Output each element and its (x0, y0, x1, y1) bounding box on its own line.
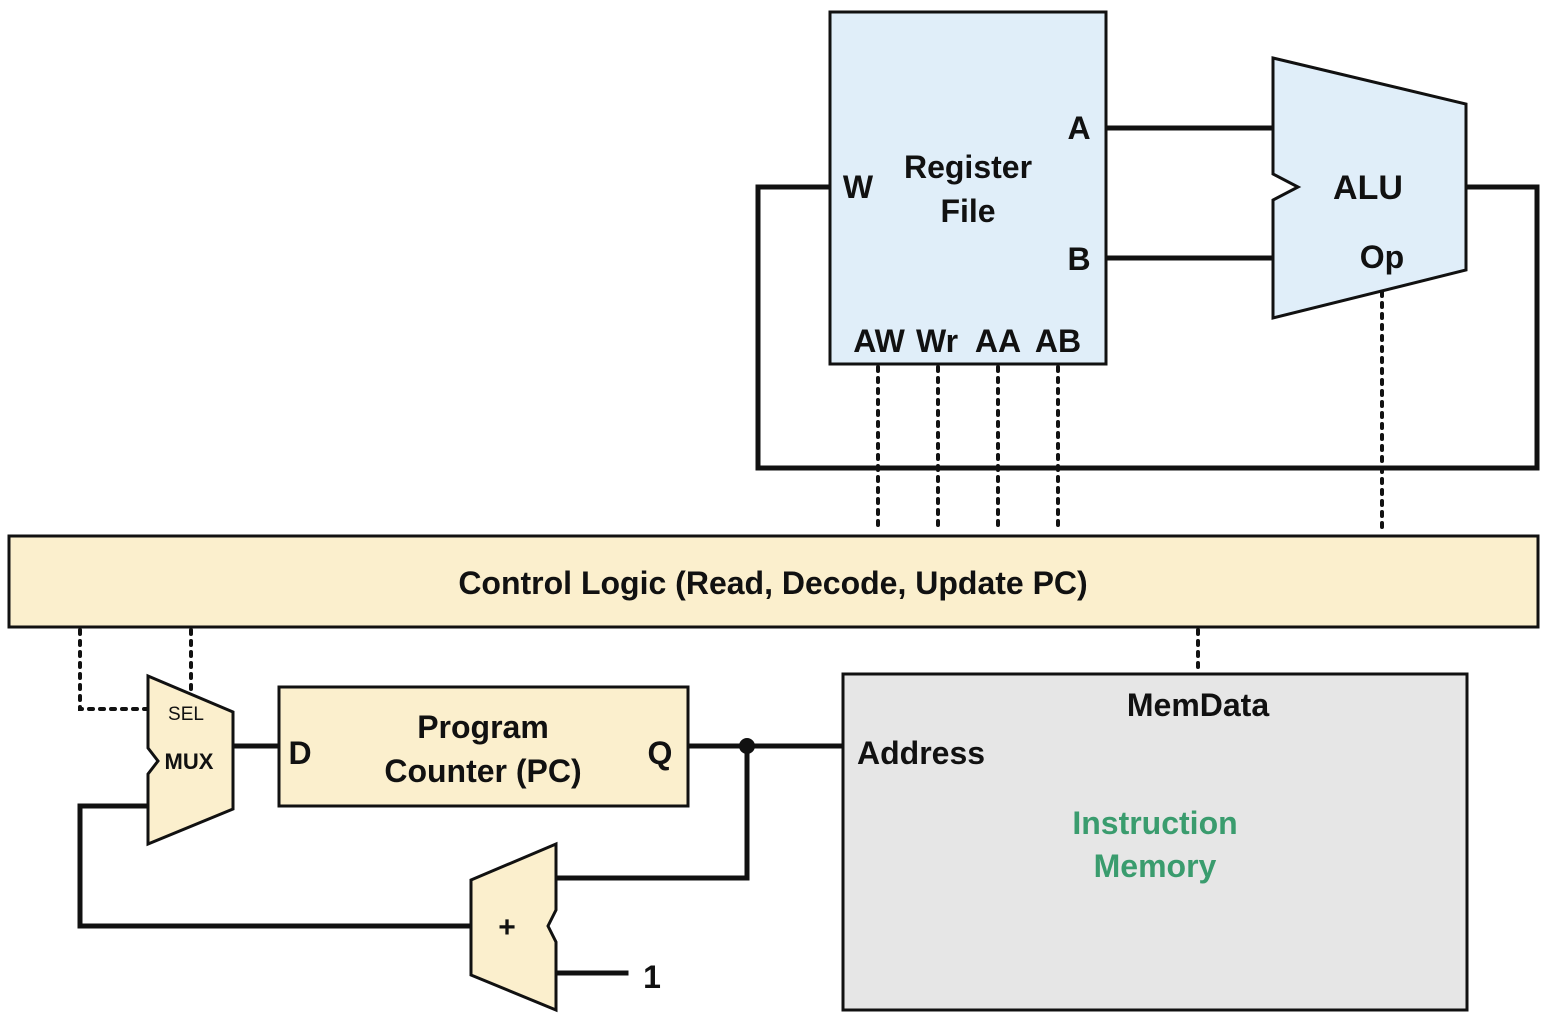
adder-symbol: + (498, 911, 516, 944)
register-file-port-w: W (843, 169, 874, 205)
program-counter-port-q: Q (648, 735, 673, 771)
mux-title: MUX (165, 749, 214, 774)
register-file-port-aa: AA (975, 323, 1021, 359)
wires (77, 125, 1540, 976)
register-file-box (828, 10, 1108, 366)
register-file: Register File W A B AW Wr AA AB (828, 10, 1108, 366)
control-logic-box (7, 534, 1540, 629)
register-file-title-line1: Register (904, 149, 1032, 185)
mux-sel-label: SEL (168, 704, 204, 725)
program-counter-title-line2: Counter (PC) (384, 753, 581, 789)
adder: + 1 (469, 841, 661, 1013)
junction-dot (739, 738, 755, 754)
alu-port-op: Op (1360, 239, 1404, 275)
program-counter-port-d: D (288, 735, 311, 771)
wire-adder-to-mux (77, 803, 474, 929)
adder-shape (469, 841, 558, 1013)
instruction-memory-port-address: Address (857, 735, 985, 771)
instruction-memory-title-line2: Memory (1094, 848, 1217, 884)
control-logic-title: Control Logic (Read, Decode, Update PC) (458, 565, 1087, 601)
instruction-memory-box (841, 672, 1469, 1012)
mux: SEL MUX (146, 673, 235, 847)
alu-title: ALU (1333, 169, 1403, 207)
register-file-port-b: B (1067, 241, 1090, 277)
register-file-port-aw: AW (853, 323, 905, 359)
register-file-title-line2: File (940, 193, 995, 229)
control-wires (78, 290, 1384, 711)
alu-shape (1271, 56, 1468, 320)
instruction-memory-port-memdata: MemData (1127, 687, 1269, 723)
wire-alu-result-to-regfile-w (755, 184, 1540, 471)
control-logic: Control Logic (Read, Decode, Update PC) (7, 534, 1540, 629)
register-file-port-a: A (1067, 110, 1090, 146)
alu: ALU Op (1271, 56, 1468, 320)
register-file-port-ab: AB (1035, 323, 1081, 359)
register-file-port-wr: Wr (916, 323, 958, 359)
instruction-memory: MemData Address Instruction Memory (841, 672, 1469, 1012)
program-counter-box (277, 685, 690, 808)
mux-shape (146, 673, 235, 847)
control-wire-mux-left (78, 628, 150, 711)
program-counter-title-line1: Program (417, 709, 549, 745)
adder-constant: 1 (643, 959, 661, 995)
program-counter: Program Counter (PC) D Q (277, 685, 690, 808)
instruction-memory-title-line1: Instruction (1072, 805, 1237, 841)
wire-pc-to-adder (553, 743, 750, 881)
